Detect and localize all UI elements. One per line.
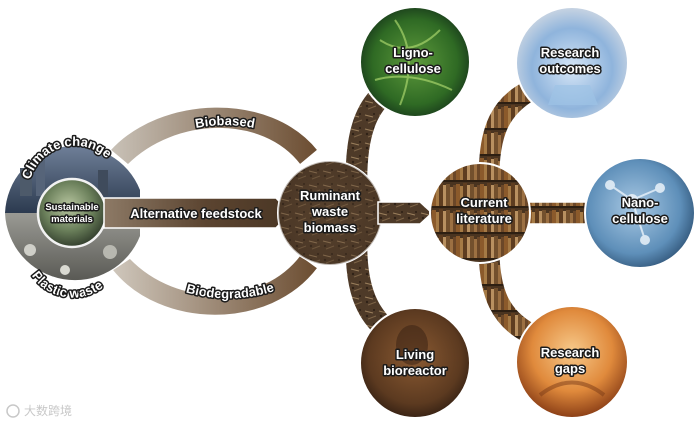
watermark-logo-icon (6, 404, 20, 418)
living-label-line1: Living (396, 347, 434, 362)
research-outcomes-node (515, 6, 629, 120)
biomass-to-literature-arrow (377, 201, 434, 225)
literature-label-line2: literature (456, 211, 512, 226)
hands-icon (538, 380, 606, 397)
hub-label-line1: Sustainable (45, 202, 98, 213)
living-label-line2: bioreactor (383, 363, 447, 378)
outcomes-label-line2: outcomes (539, 61, 600, 76)
biodegradable-arc (110, 253, 320, 317)
molecule-icon (605, 180, 665, 245)
ligno-label-line2: cellulose (385, 61, 441, 76)
center-label-line1: Ruminant (300, 188, 361, 203)
gaps-label-line2: gaps (555, 361, 585, 376)
biobased-arc (108, 106, 320, 167)
biobased-label: Biobased (194, 113, 256, 131)
sustainable-materials-hub (5, 145, 140, 281)
nano-label-line2: cellulose (612, 211, 668, 226)
research-gaps-node (515, 305, 629, 419)
hub-label-line2: materials (51, 214, 93, 225)
lignocellulose-node (359, 6, 471, 118)
center-label-line2: waste (311, 204, 348, 219)
flask-icon (548, 85, 598, 105)
watermark: 大数跨境 (6, 403, 72, 418)
nanocellulose-node (584, 157, 696, 269)
watermark-text: 大数跨境 (24, 403, 72, 418)
cow-head-icon (396, 325, 428, 365)
ligno-label-line1: Ligno- (393, 45, 433, 60)
gaps-label-line1: Research (541, 345, 600, 360)
globe-icon (36, 177, 108, 249)
current-literature-node (429, 81, 600, 343)
nano-label-line1: Nano- (622, 195, 659, 210)
outcomes-label-line1: Research (541, 45, 600, 60)
center-label-line3: biomass (304, 220, 357, 235)
alternative-feedstock-label: Alternative feedstock (130, 206, 262, 221)
literature-label-line1: Current (461, 195, 509, 210)
living-bioreactor-node (359, 307, 471, 419)
